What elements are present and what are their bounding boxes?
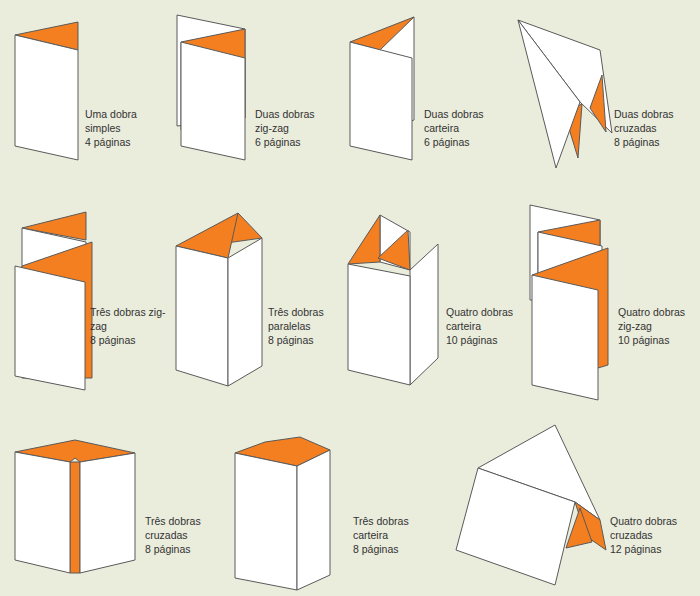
page-count: 6 páginas — [424, 135, 500, 149]
fold-name: Três dobras cruzadas — [145, 514, 221, 542]
cross-two-folds — [518, 20, 612, 168]
fold-name: Quatro dobras cruzadas — [610, 514, 686, 542]
fold-name: Uma dobra simples — [85, 107, 161, 135]
fold-name: Duas dobras zig-zag — [255, 107, 331, 135]
zigzag-four-folds — [530, 205, 608, 400]
page-count: 8 páginas — [614, 135, 690, 149]
cross-four-folds — [456, 425, 606, 585]
page-count: 8 páginas — [268, 333, 344, 347]
page-count: 8 páginas — [90, 333, 166, 347]
fold-caption: Três dobras paralelas8 páginas — [268, 305, 344, 347]
parallel-three-folds — [176, 213, 262, 386]
fold-caption: Duas dobras carteira6 páginas — [424, 107, 500, 149]
fold-caption: Quatro dobras zig-zag10 páginas — [618, 305, 694, 347]
wallet-two-folds — [350, 17, 414, 160]
fold-name: Três dobras zig-zag — [90, 305, 166, 333]
fold-name: Três dobras paralelas — [268, 305, 344, 333]
fold-caption: Quatro dobras carteira10 páginas — [446, 305, 522, 347]
zigzag-three-folds — [15, 212, 92, 390]
page-count: 8 páginas — [145, 542, 221, 556]
wallet-four-folds — [348, 215, 438, 385]
page-count: 10 páginas — [618, 333, 694, 347]
fold-name: Duas dobras cruzadas — [614, 107, 690, 135]
fold-caption: Uma dobra simples4 páginas — [85, 107, 161, 149]
fold-caption: Três dobras zig-zag8 páginas — [90, 305, 166, 347]
page-count: 12 páginas — [610, 542, 686, 556]
page-count: 4 páginas — [85, 135, 161, 149]
fold-caption: Três dobras cruzadas8 páginas — [145, 514, 221, 556]
fold-name: Quatro dobras carteira — [446, 305, 522, 333]
fold-name: Três dobras carteira — [353, 514, 429, 542]
page-count: 10 páginas — [446, 333, 522, 347]
fold-caption: Três dobras carteira8 páginas — [353, 514, 429, 556]
page-count: 8 páginas — [353, 542, 429, 556]
wallet-three-folds — [235, 437, 330, 590]
fold-caption: Duas dobras zig-zag6 páginas — [255, 107, 331, 149]
single-fold — [15, 22, 78, 160]
fold-name: Quatro dobras zig-zag — [618, 305, 694, 333]
fold-name: Duas dobras carteira — [424, 107, 500, 135]
zigzag-two-folds — [177, 15, 245, 160]
fold-caption: Quatro dobras cruzadas12 páginas — [610, 514, 686, 556]
cross-three-folds — [15, 440, 135, 573]
page-count: 6 páginas — [255, 135, 331, 149]
fold-caption: Duas dobras cruzadas8 páginas — [614, 107, 690, 149]
